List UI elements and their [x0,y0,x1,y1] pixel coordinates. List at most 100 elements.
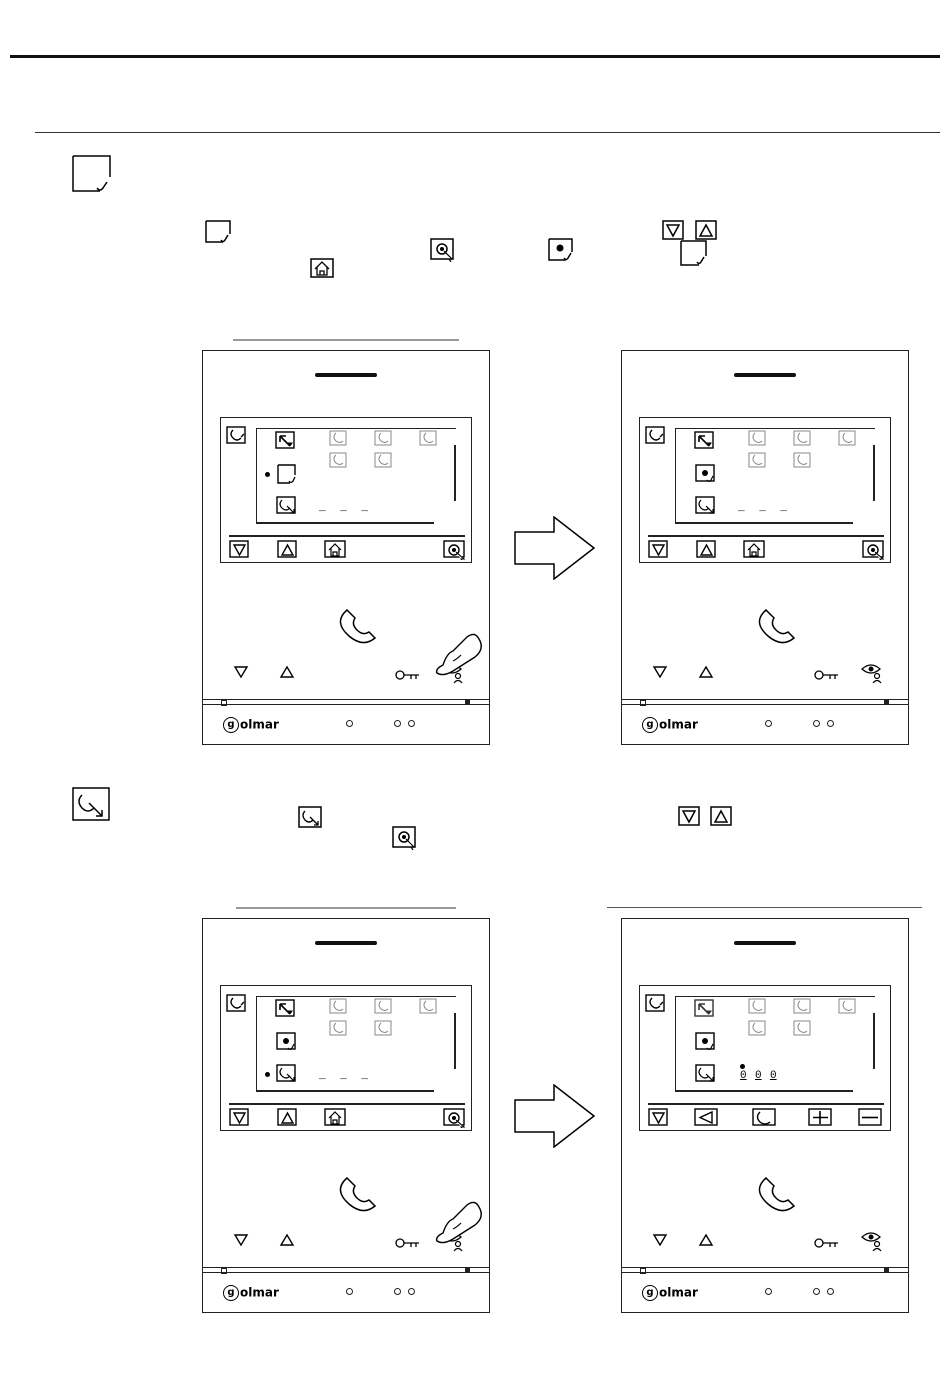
call-slot-icon [374,1020,392,1036]
strip-marker [465,700,470,704]
dnd-active-icon[interactable] [276,1032,298,1052]
back-triangle-icon[interactable] [694,1108,720,1128]
scroll-bar[interactable] [454,1013,456,1069]
status-led [346,720,353,727]
do-not-disturb-icon[interactable] [277,464,297,484]
touch-screen: _ _ _ [639,417,891,563]
handset-icon[interactable] [754,1175,800,1217]
brand-name: olmar [240,1286,279,1300]
handset-icon[interactable] [754,607,800,649]
brand-initial: g [223,717,239,733]
header-rule [10,55,940,58]
home-icon[interactable] [324,540,348,560]
monitor-after-dnd: _ _ _golmar [621,350,909,745]
triangle-down-icon[interactable] [652,665,668,679]
strip-marker [884,1268,889,1272]
touch-screen: _ _ _ [220,417,472,563]
status-led [346,1288,353,1295]
brand-initial: g [642,1285,658,1301]
call-slot-icon [419,998,437,1014]
status-led [827,1288,834,1295]
home-icon[interactable] [324,1108,348,1128]
key-icon[interactable] [814,669,840,681]
dnd-active-icon[interactable] [695,1032,717,1052]
maximize-icon[interactable] [694,999,716,1019]
maximize-icon[interactable] [694,431,716,451]
touch-confirm-icon[interactable] [862,540,886,560]
call-slot-icon [329,1020,347,1036]
call-slot-icon [329,430,347,446]
brand-initial: g [223,1285,239,1301]
selection-dot [265,472,270,477]
triangle-down-icon[interactable] [652,1233,668,1247]
status-led [394,1288,401,1295]
call-slot-icon [748,430,766,446]
caption-rule [233,339,459,341]
brand-name: olmar [240,718,279,732]
triangle-up-icon[interactable] [698,665,714,679]
triangle-up-icon[interactable] [279,665,295,679]
monitor-forward-edit: 000golmar [621,918,909,1313]
selection-dot [265,1072,270,1077]
triangle-up-icon[interactable] [696,540,718,560]
call-forward-icon[interactable] [276,1064,298,1084]
call-slot-icon [374,452,392,468]
call-forward-icon[interactable] [276,496,298,516]
triangle-down-icon[interactable] [229,1108,251,1128]
speaker-slot [315,373,377,377]
maximize-icon[interactable] [275,431,297,451]
maximize-icon[interactable] [275,999,297,1019]
triangle-down-icon[interactable] [229,540,251,560]
touch-confirm-icon [430,238,458,262]
triangle-down-icon[interactable] [648,1108,670,1128]
call-forward-icon[interactable] [695,1064,717,1084]
forward-number-placeholder: _ _ _ [738,502,791,514]
call-slot-icon [748,1020,766,1036]
home-icon[interactable] [743,540,767,560]
call-forward-icon [298,806,326,830]
forward-digit[interactable]: 0 [740,1070,747,1082]
panel-underline [675,1090,853,1092]
triangle-down-icon[interactable] [233,1233,249,1247]
minus-icon[interactable] [858,1108,884,1128]
scroll-bar[interactable] [873,1013,875,1069]
triangle-down-icon[interactable] [648,540,670,560]
handset-icon[interactable] [752,1108,778,1128]
scroll-bar[interactable] [454,445,456,501]
key-icon[interactable] [395,669,421,681]
dnd-active-icon[interactable] [695,464,717,484]
handset-icon[interactable] [335,607,381,649]
pointing-hand-icon [433,1193,493,1253]
touch-confirm-icon[interactable] [443,540,467,560]
triangle-down-icon [662,220,686,242]
key-icon[interactable] [814,1237,840,1249]
handset-icon[interactable] [335,1175,381,1217]
speaker-slot [734,941,796,945]
forward-digit[interactable]: 0 [770,1070,777,1082]
caption-rule [236,907,456,909]
call-slot-icon [793,998,811,1014]
call-forward-icon[interactable] [695,496,717,516]
call-slot-icon [793,452,811,468]
eye-icon[interactable] [860,661,886,685]
triangle-up-icon[interactable] [279,1233,295,1247]
scroll-bar[interactable] [873,445,875,501]
eye-icon[interactable] [860,1229,886,1253]
call-slot-icon [748,452,766,468]
call-slot-icon [748,998,766,1014]
touch-confirm-icon [392,826,420,850]
touch-confirm-icon[interactable] [443,1108,467,1128]
do-not-disturb-icon [205,220,235,245]
forward-digit[interactable]: 0 [755,1070,762,1082]
triangle-up-icon[interactable] [277,1108,299,1128]
key-icon[interactable] [395,1237,421,1249]
strip-marker [884,700,889,704]
selection-dot [740,1064,745,1069]
call-forward-icon [72,787,112,823]
triangle-down-icon[interactable] [233,665,249,679]
forward-number-placeholder: _ _ _ [319,1070,372,1082]
triangle-up-icon[interactable] [277,540,299,560]
triangle-up-icon[interactable] [698,1233,714,1247]
plus-icon[interactable] [808,1108,834,1128]
